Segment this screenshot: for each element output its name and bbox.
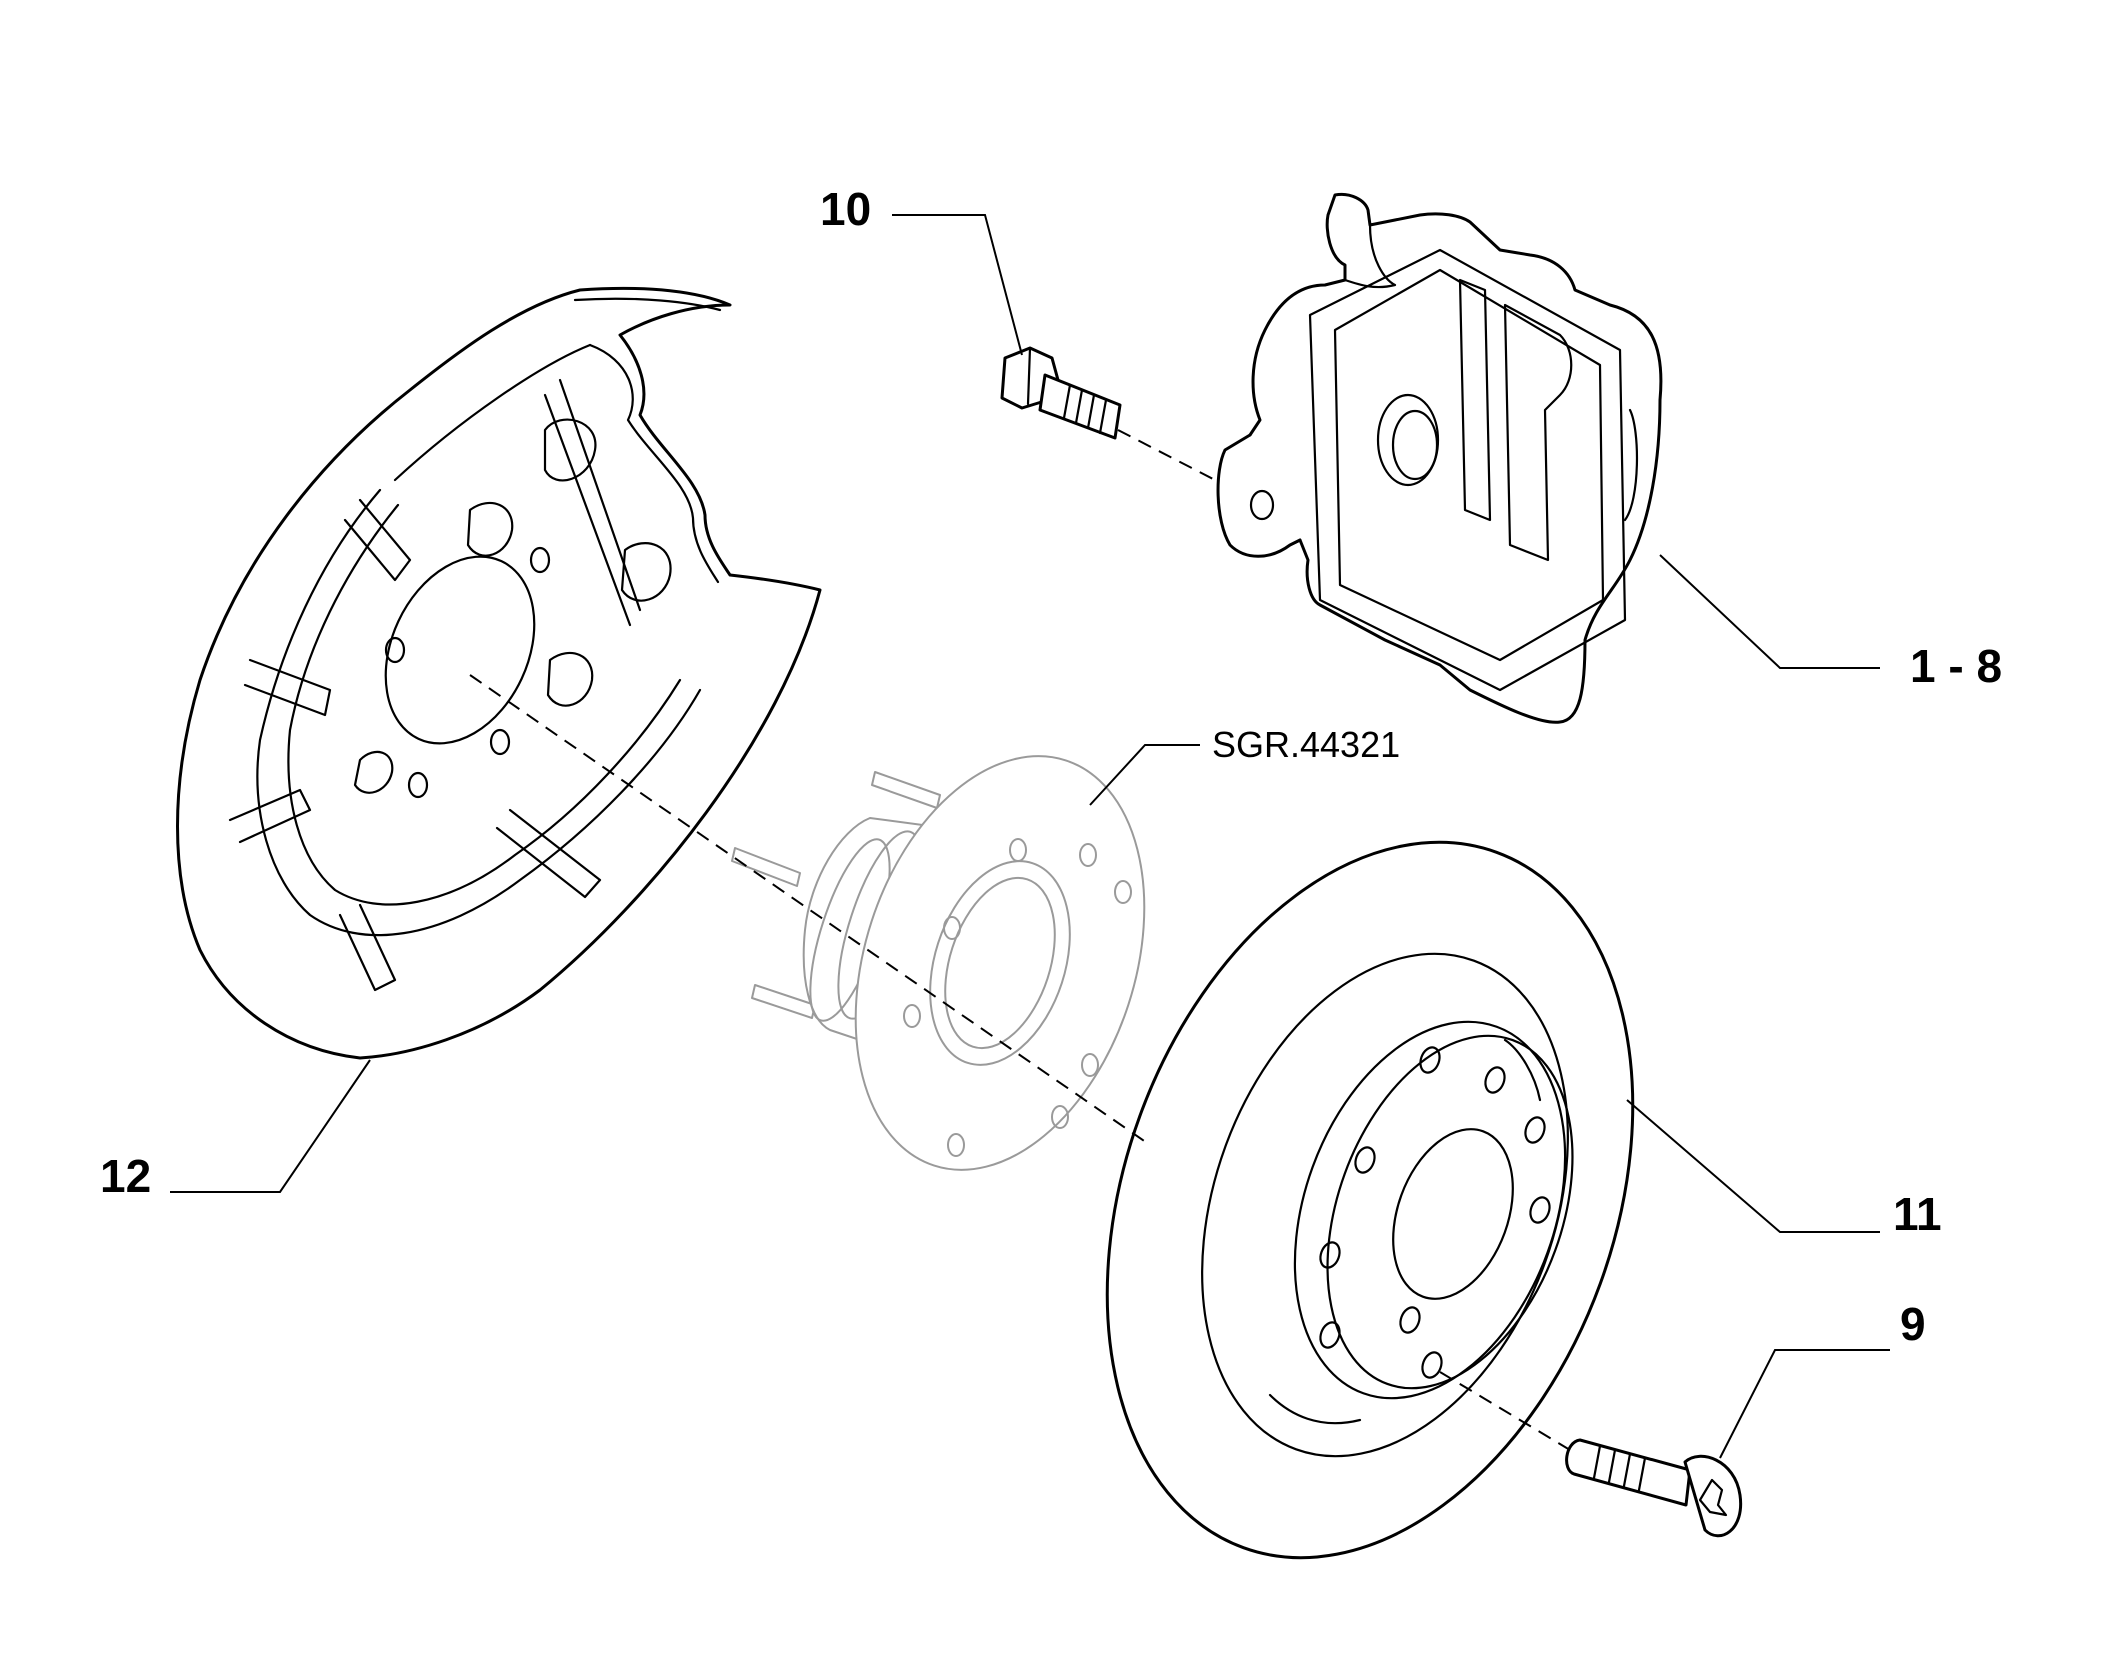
leader-line-caliper [1659, 554, 1880, 669]
brake-caliper-part [1216, 192, 1663, 724]
leader-line-disc-screw [1719, 1349, 1890, 1459]
screw-axis-line [1439, 1371, 1571, 1451]
callout-caliper-bolt: 10 [820, 183, 871, 235]
bolt-axis-line [1117, 429, 1216, 481]
caliper-bolt-part [1000, 346, 1122, 440]
leader-line-dust-shield [170, 1059, 371, 1193]
wheel-hub-part [731, 755, 1146, 1171]
callout-disc-screw: 9 [1900, 1298, 1926, 1350]
callout-hub-reference: SGR.44321 [1212, 724, 1400, 765]
disc-screw-part [1565, 1438, 1743, 1538]
callout-brake-disc: 11 [1893, 1188, 1942, 1240]
leader-line-caliper-bolt [892, 214, 1023, 356]
leader-line-hub-reference [1089, 744, 1200, 806]
brake-disc-part [1105, 840, 1635, 1560]
callout-dust-shield: 12 [100, 1150, 151, 1202]
dust-shield-part [176, 286, 822, 1060]
callout-caliper: 1 - 8 [1910, 640, 2002, 692]
leader-line-brake-disc [1626, 1099, 1880, 1233]
